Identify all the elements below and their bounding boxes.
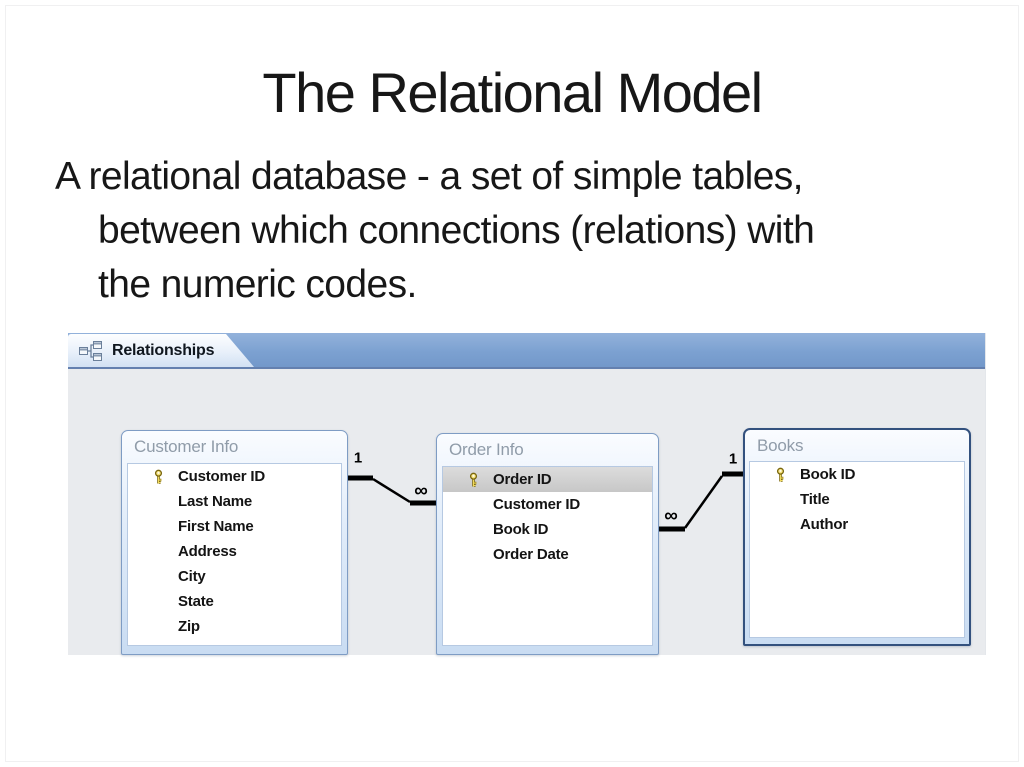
primary-key-icon <box>774 467 787 482</box>
field-list: Customer ID Last Name First Name Address… <box>127 463 342 646</box>
cardinality-one-label: 1 <box>728 450 738 468</box>
cardinality-one-label: 1 <box>353 449 363 467</box>
field-row[interactable]: State <box>128 589 341 614</box>
field-name: Order ID <box>493 471 552 488</box>
cardinality-many-label: ∞ <box>414 480 428 502</box>
field-row[interactable]: Order Date <box>443 542 652 567</box>
tab-relationships[interactable]: Relationships <box>68 334 254 367</box>
table-order-info[interactable]: Order Info Order ID Customer ID Book ID <box>436 433 659 655</box>
field-row[interactable]: Last Name <box>128 489 341 514</box>
table-title[interactable]: Books <box>757 436 804 455</box>
document-tab-bar: Relationships <box>68 333 985 369</box>
field-row[interactable]: First Name <box>128 514 341 539</box>
tab-label: Relationships <box>112 341 215 359</box>
field-name: Author <box>800 516 848 533</box>
table-title[interactable]: Customer Info <box>134 437 239 456</box>
field-row[interactable]: Book ID <box>443 517 652 542</box>
table-books[interactable]: Books Book ID Title Author <box>743 428 971 646</box>
field-name: Book ID <box>800 466 856 483</box>
field-name: Order Date <box>493 546 569 563</box>
field-list: Order ID Customer ID Book ID Order Date <box>442 466 653 646</box>
relationships-canvas[interactable]: 1 ∞ ∞ 1 Customer Info Customer ID <box>68 369 985 655</box>
field-name: Customer ID <box>493 496 580 513</box>
field-name: Last Name <box>178 493 253 510</box>
primary-key-icon <box>152 469 165 484</box>
table-customer-info[interactable]: Customer Info Customer ID Last Name Firs… <box>121 430 348 655</box>
field-row[interactable]: Title <box>750 487 964 512</box>
field-row[interactable]: Book ID <box>750 462 964 487</box>
access-relationships-screenshot: Relationships 1 ∞ ∞ 1 Customer Info <box>68 333 986 655</box>
field-name: Address <box>178 543 237 560</box>
field-row[interactable]: Author <box>750 512 964 537</box>
body-line: between which connections (relations) wi… <box>98 209 815 252</box>
field-row[interactable]: Customer ID <box>128 464 341 489</box>
field-name: Book ID <box>493 521 549 538</box>
field-name: First Name <box>178 518 254 535</box>
field-name: Title <box>800 491 830 508</box>
body-line: the numeric codes. <box>98 263 417 306</box>
field-row[interactable]: Customer ID <box>443 492 652 517</box>
table-title[interactable]: Order Info <box>449 440 524 459</box>
primary-key-icon <box>467 472 480 487</box>
body-paragraph: A relational database - a set of simple … <box>55 150 815 312</box>
field-row[interactable]: Order ID <box>443 467 652 492</box>
field-row[interactable]: Address <box>128 539 341 564</box>
field-row[interactable]: City <box>128 564 341 589</box>
field-row[interactable]: Zip <box>128 614 341 639</box>
cardinality-many-label: ∞ <box>664 505 678 527</box>
body-line: A relational database - a set of simple … <box>55 155 804 198</box>
relationships-diagram-icon <box>79 340 102 361</box>
field-name: State <box>178 593 214 610</box>
field-name: City <box>178 568 206 585</box>
page-title: The Relational Model <box>262 61 763 124</box>
field-name: Zip <box>178 618 200 635</box>
field-name: Customer ID <box>178 468 265 485</box>
field-list: Book ID Title Author <box>749 461 965 638</box>
